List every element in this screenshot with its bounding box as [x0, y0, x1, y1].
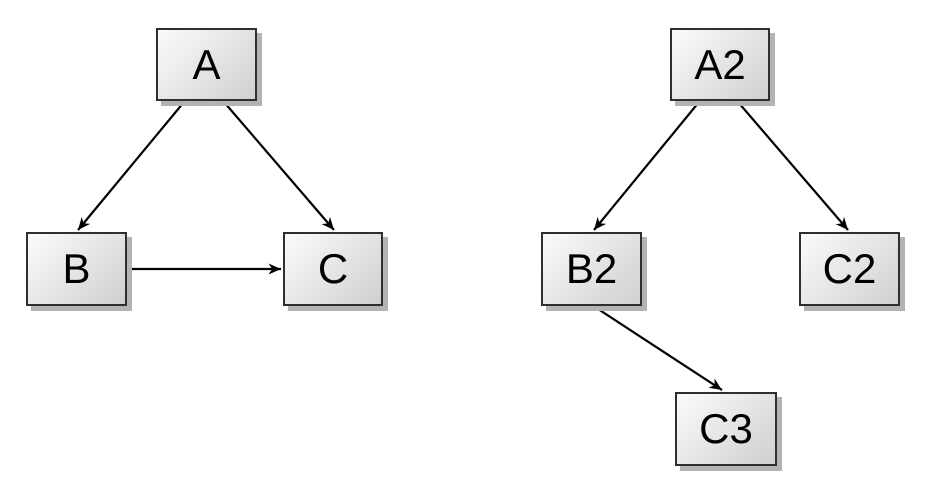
edge-A2-B2[interactable]: [593, 101, 700, 231]
edge-A-B[interactable]: [77, 101, 185, 231]
node-A2[interactable]: A2: [670, 28, 770, 101]
node-label: A: [192, 40, 221, 88]
node-label: C: [317, 245, 349, 292]
node-B2[interactable]: B2: [541, 232, 642, 306]
node-label: C2: [822, 245, 877, 292]
node-label: A2: [694, 40, 746, 88]
edge-B2-C3[interactable]: [594, 306, 723, 391]
node-C3[interactable]: C3: [675, 392, 777, 466]
node-C[interactable]: C: [283, 232, 383, 306]
node-label: B2: [565, 245, 618, 292]
node-A[interactable]: A: [156, 28, 257, 101]
node-label: C3: [699, 405, 753, 452]
node-label: B: [62, 245, 91, 292]
node-C2[interactable]: C2: [799, 232, 900, 306]
edge-A-C[interactable]: [223, 101, 335, 231]
node-B[interactable]: B: [26, 232, 127, 306]
edge-A2-C2[interactable]: [737, 101, 849, 231]
